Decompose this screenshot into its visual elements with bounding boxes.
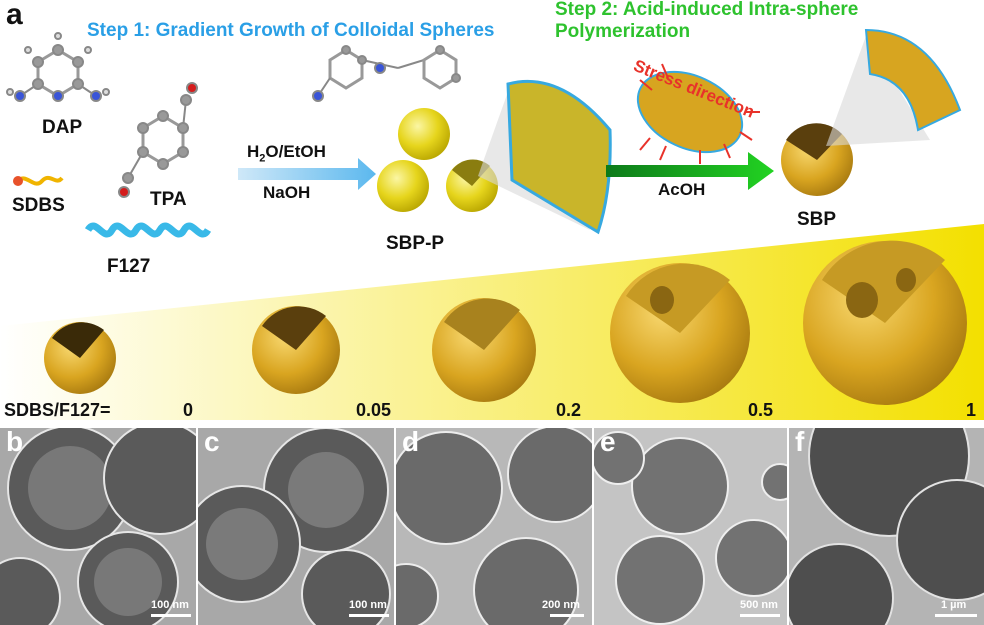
ratio-value-0.05: 0.05 bbox=[356, 400, 392, 420]
ratio-sphere-0.5 bbox=[610, 263, 750, 403]
ratio-label: SDBS/F127= bbox=[4, 400, 111, 420]
ratio-value-1: 1 bbox=[966, 400, 977, 420]
product-molecule bbox=[312, 45, 461, 102]
panel-label-c: c bbox=[204, 428, 220, 457]
panel-label-e: e bbox=[600, 428, 616, 457]
solvent-label: H2O/EtOH bbox=[247, 142, 326, 165]
sbp-p-network bbox=[506, 79, 612, 235]
panel-label-f: f bbox=[795, 428, 805, 457]
tpa-label: TPA bbox=[150, 189, 187, 210]
sdbs-icon bbox=[13, 175, 64, 186]
step2-title: Step 2: Acid-induced Intra-sphere Polyme… bbox=[555, 0, 859, 42]
tem-panel-b: b 100 nm bbox=[0, 428, 196, 625]
scale-bar-b bbox=[151, 614, 191, 617]
ratio-sphere-0 bbox=[44, 322, 116, 394]
product1-label: SBP-P bbox=[386, 233, 445, 254]
sbp-p-spheres bbox=[377, 108, 498, 212]
stress-arrows bbox=[639, 63, 760, 164]
dap-label: DAP bbox=[42, 117, 83, 138]
f127-chain-icon bbox=[84, 222, 212, 238]
panel-label-a: a bbox=[6, 0, 23, 31]
ratio-sphere-1 bbox=[803, 240, 967, 405]
dap-molecule bbox=[6, 32, 110, 102]
tem-panel-c: c 100 nm bbox=[198, 428, 394, 625]
product2-label: SBP bbox=[797, 209, 837, 230]
step1-title: Step 1: Gradient Growth of Colloidal Sph… bbox=[87, 20, 495, 41]
scale-label-f: 1 µm bbox=[941, 599, 967, 611]
f127-label: F127 bbox=[107, 256, 151, 277]
tpa-molecule bbox=[118, 82, 198, 198]
scale-label-c: 100 nm bbox=[349, 599, 387, 611]
panel-label-d: d bbox=[402, 428, 420, 457]
scale-bar-c bbox=[349, 614, 389, 617]
ratio-value-0.5: 0.5 bbox=[748, 400, 774, 420]
scale-bar-e bbox=[740, 614, 780, 617]
step1-arrow bbox=[238, 158, 376, 190]
ratio-sphere-0.05 bbox=[252, 306, 340, 394]
sdbs-label: SDBS bbox=[12, 195, 65, 216]
tem-panel-d: d 200 nm bbox=[396, 428, 592, 625]
scale-bar-f bbox=[935, 614, 977, 617]
ratio-value-0: 0 bbox=[183, 400, 194, 420]
scale-label-b: 100 nm bbox=[151, 599, 189, 611]
ratio-sphere-0.2 bbox=[432, 298, 536, 402]
acid-label: AcOH bbox=[658, 180, 706, 199]
scale-label-d: 200 nm bbox=[542, 599, 580, 611]
sbp-network bbox=[864, 28, 962, 132]
schematic-graphics bbox=[0, 28, 984, 420]
zoom-cone-2 bbox=[826, 36, 930, 146]
scale-label-e: 500 nm bbox=[740, 599, 778, 611]
panel-label-b: b bbox=[6, 428, 24, 457]
tem-panel-e: e 500 nm bbox=[594, 428, 787, 625]
step2-arrow bbox=[606, 152, 774, 190]
stressed-network bbox=[636, 70, 744, 154]
scale-bar-d bbox=[550, 614, 584, 617]
tem-panel-f: f 1 µm bbox=[789, 428, 984, 625]
ratio-value-0.2: 0.2 bbox=[556, 400, 582, 420]
base-label: NaOH bbox=[263, 183, 311, 202]
